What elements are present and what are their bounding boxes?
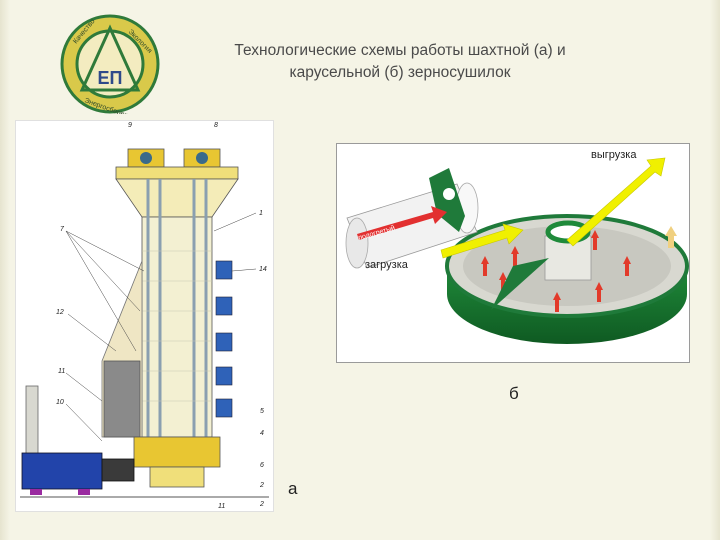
figure-b-carousel-dryer: подогретый загрузка выгрузка [336, 143, 690, 363]
company-logo: Качество Экология Энергосбережение ЕП [58, 14, 162, 114]
heat-generator [21, 452, 103, 490]
unload-arrow [566, 157, 666, 247]
slide-title: Технологические схемы работы шахтной (а)… [190, 40, 610, 84]
inlet-cylinder [345, 168, 479, 269]
callout-10: 10 [56, 399, 64, 406]
load-arrow [440, 223, 524, 259]
logo-monogram: ЕП [98, 68, 123, 88]
slide-title-line2: карусельной (б) зерносушилок [289, 64, 511, 81]
top-platform [115, 166, 239, 180]
figure-b-label: б [509, 384, 519, 403]
callout-14: 14 [259, 266, 267, 273]
callout-leaders [65, 212, 257, 442]
callout-2-upper: 2 [259, 482, 264, 489]
callout-12: 12 [56, 309, 64, 316]
callout-1: 1 [259, 210, 263, 217]
figure-a-label: а [288, 479, 298, 498]
callout-7: 7 [60, 226, 65, 233]
discharge-conveyor [149, 466, 205, 488]
top-hopper [115, 178, 239, 218]
carousel-drum [445, 214, 689, 344]
callout-6: 6 [260, 462, 264, 469]
callout-11-bottom: 11 [218, 503, 225, 510]
burner [101, 458, 135, 482]
figure-a-shaft-dryer: 9 8 1 7 14 12 11 10 5 4 6 2 11 2 [15, 120, 274, 512]
discharge-chute [491, 258, 549, 310]
callout-numbers: 9 8 1 7 14 12 11 10 5 4 6 2 11 2 [56, 122, 267, 510]
callout-4: 4 [260, 430, 264, 437]
callout-9: 9 [128, 122, 132, 129]
callout-5: 5 [260, 408, 264, 415]
top-fans [127, 148, 221, 168]
slide-title-line1: Технологические схемы работы шахтной (а)… [234, 42, 566, 59]
side-fans [215, 260, 233, 418]
slide-edge-left [0, 0, 10, 540]
unload-label: выгрузка [591, 149, 637, 161]
slide-edge-right [710, 0, 720, 540]
callout-2-lower: 2 [259, 501, 264, 508]
callout-8: 8 [214, 122, 218, 129]
callout-11-top: 11 [58, 368, 65, 375]
shaft-grid [142, 250, 212, 402]
duct-louvres [103, 360, 141, 438]
furnace-feet [30, 489, 90, 495]
discharge-section [133, 436, 221, 468]
chimney [25, 385, 39, 457]
load-label: загрузка [365, 259, 409, 271]
dryer-shaft [141, 216, 213, 438]
shaft-columns [146, 179, 208, 451]
